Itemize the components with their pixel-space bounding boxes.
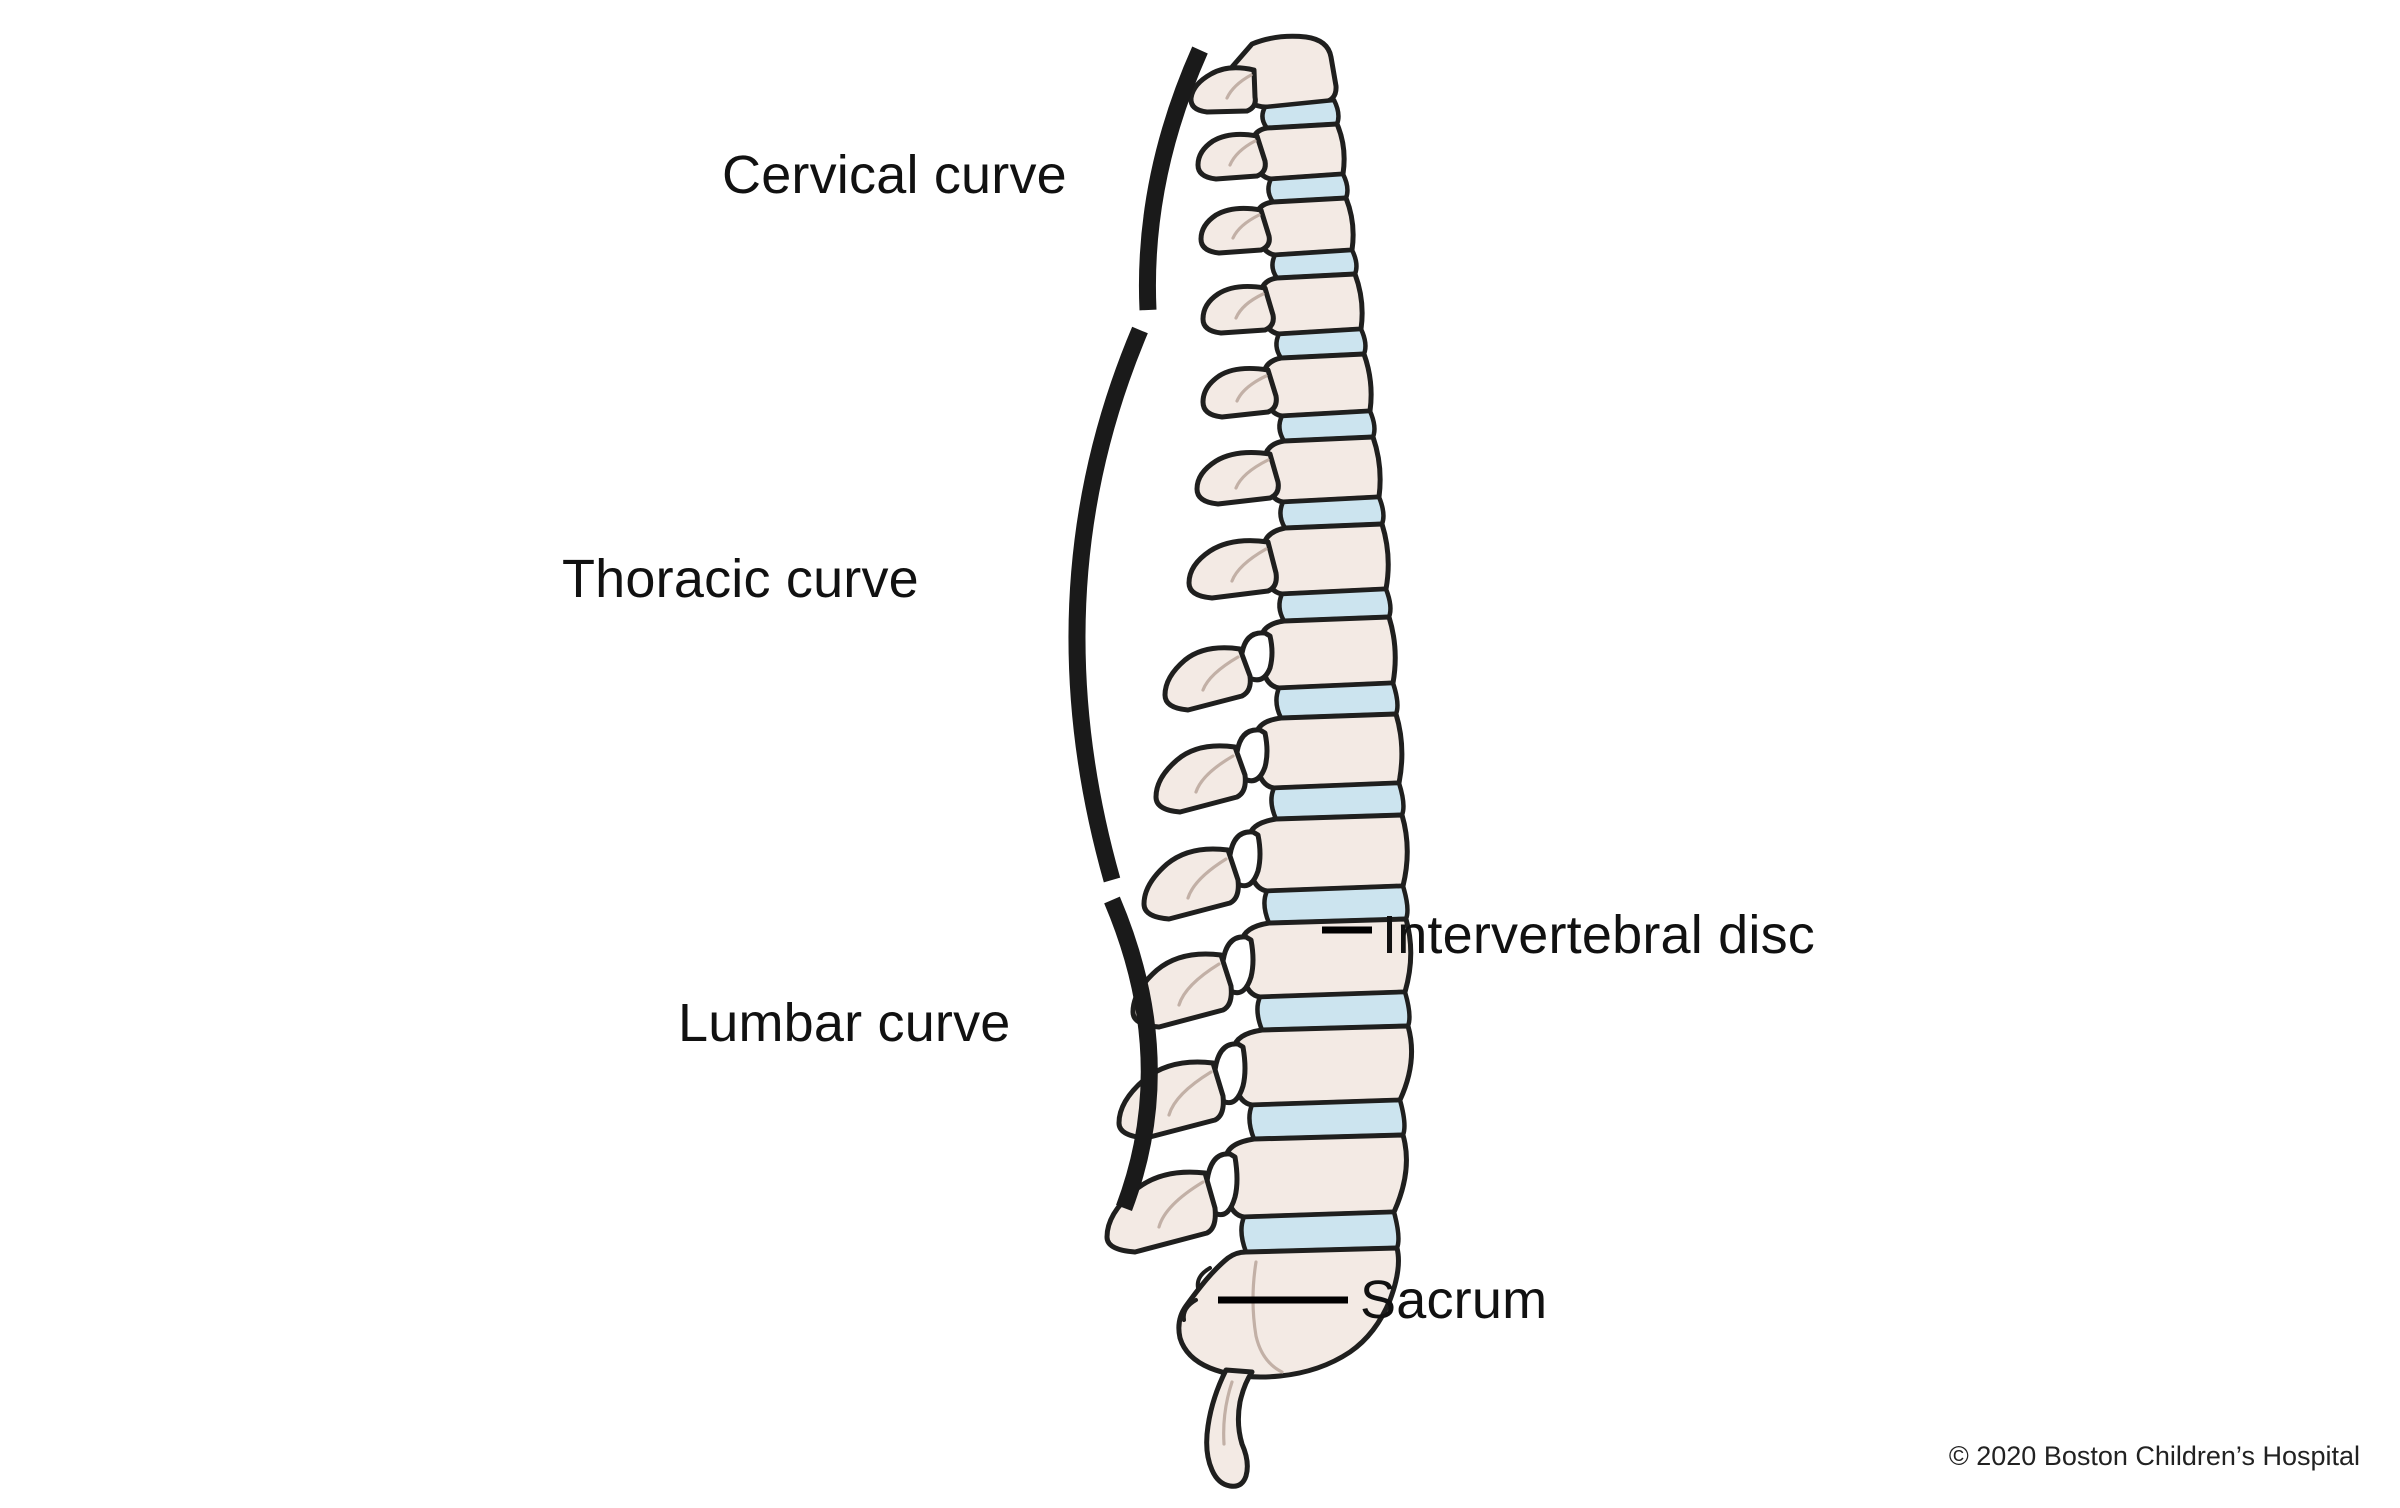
lumbar-curve-bracket xyxy=(1104,896,1158,1212)
cervical-curve-bracket xyxy=(1138,46,1208,311)
label-cervical-curve: Cervical curve xyxy=(722,145,1067,205)
label-intervertebral-disc: Intervertebral disc xyxy=(1382,905,1815,965)
copyright-notice: © 2020 Boston Children’s Hospital xyxy=(1948,1441,2360,1471)
label-thoracic-curve: Thoracic curve xyxy=(562,549,919,609)
label-sacrum: Sacrum xyxy=(1360,1270,1548,1330)
thoracic-curve-bracket xyxy=(1068,326,1148,883)
label-lumbar-curve: Lumbar curve xyxy=(678,993,1011,1053)
